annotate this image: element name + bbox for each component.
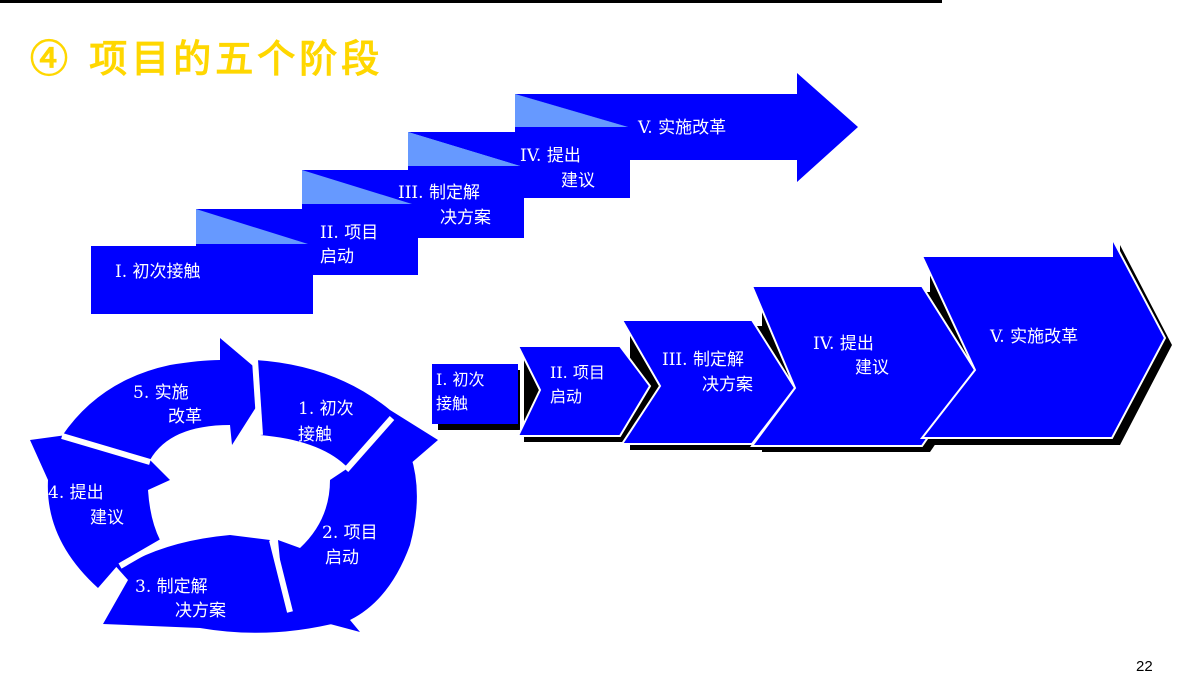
chevron-label-3b: 决方案	[702, 375, 753, 395]
staircase-step-1	[91, 246, 313, 314]
chevron-5	[919, 237, 1167, 439]
cycle-arrow-3	[100, 535, 340, 633]
cycle-label-1a: 1. 初次	[298, 399, 354, 419]
staircase-label-3b: 决方案	[440, 208, 491, 228]
staircase-label-5: V. 实施改革	[637, 118, 726, 138]
staircase-label-2a: II. 项目	[320, 223, 378, 243]
cycle-label-2b: 启动	[325, 548, 359, 568]
staircase-label-4b: 建议	[561, 171, 595, 191]
cycle-label-2a: 2. 项目	[322, 523, 378, 543]
chevron-label-2b: 启动	[550, 387, 582, 406]
cycle-label-4b: 建议	[90, 508, 124, 528]
chevron-label-5: V. 实施改革	[989, 327, 1078, 347]
page-title: ④ 项目的五个阶段	[30, 36, 384, 81]
cycle-diagram: 1. 初次 接触 2. 项目 启动 3. 制定解 决方案 4. 提出 建议 5.…	[30, 338, 438, 633]
chevron-label-3a: III. 制定解	[662, 350, 744, 370]
staircase-label-4a: IV. 提出	[520, 146, 581, 166]
staircase-label-1: I. 初次接触	[115, 262, 201, 282]
chevron-3	[620, 319, 797, 445]
cycle-arrow-2	[278, 420, 417, 632]
chevron-label-1b: 接触	[436, 394, 468, 413]
chevron-label-4b: 建议	[855, 358, 889, 378]
cycle-label-5a: 5. 实施	[133, 383, 189, 403]
cycle-label-3b: 决方案	[175, 601, 226, 621]
chevron-label-2a: II. 项目	[550, 363, 605, 382]
cycle-label-3a: 3. 制定解	[135, 577, 208, 597]
staircase-label-2b: 启动	[320, 247, 354, 267]
cycle-label-4a: 4. 提出	[48, 483, 104, 503]
page-number: 22	[1136, 658, 1153, 675]
staircase-label-3a: III. 制定解	[398, 183, 480, 203]
chevron-diagram: I. 初次 接触 II. 项目 启动 III. 制定解 决方案 IV. 提出 建…	[432, 237, 1172, 452]
chevron-label-4a: IV. 提出	[813, 334, 874, 354]
chevron-4	[750, 285, 977, 447]
chevron-2	[516, 345, 652, 437]
cycle-label-1b: 接触	[298, 425, 332, 445]
chevron-label-1a: I. 初次	[436, 370, 485, 389]
cycle-arrow-5	[62, 338, 272, 460]
staircase-diagram: I. 初次接触 II. 项目 启动 III. 制定解 决方案 IV. 提出 建议…	[91, 73, 858, 314]
chevron-1	[432, 364, 518, 424]
top-rule	[0, 0, 942, 3]
cycle-label-5b: 改革	[168, 407, 202, 427]
cycle-arrow-4	[30, 428, 170, 588]
